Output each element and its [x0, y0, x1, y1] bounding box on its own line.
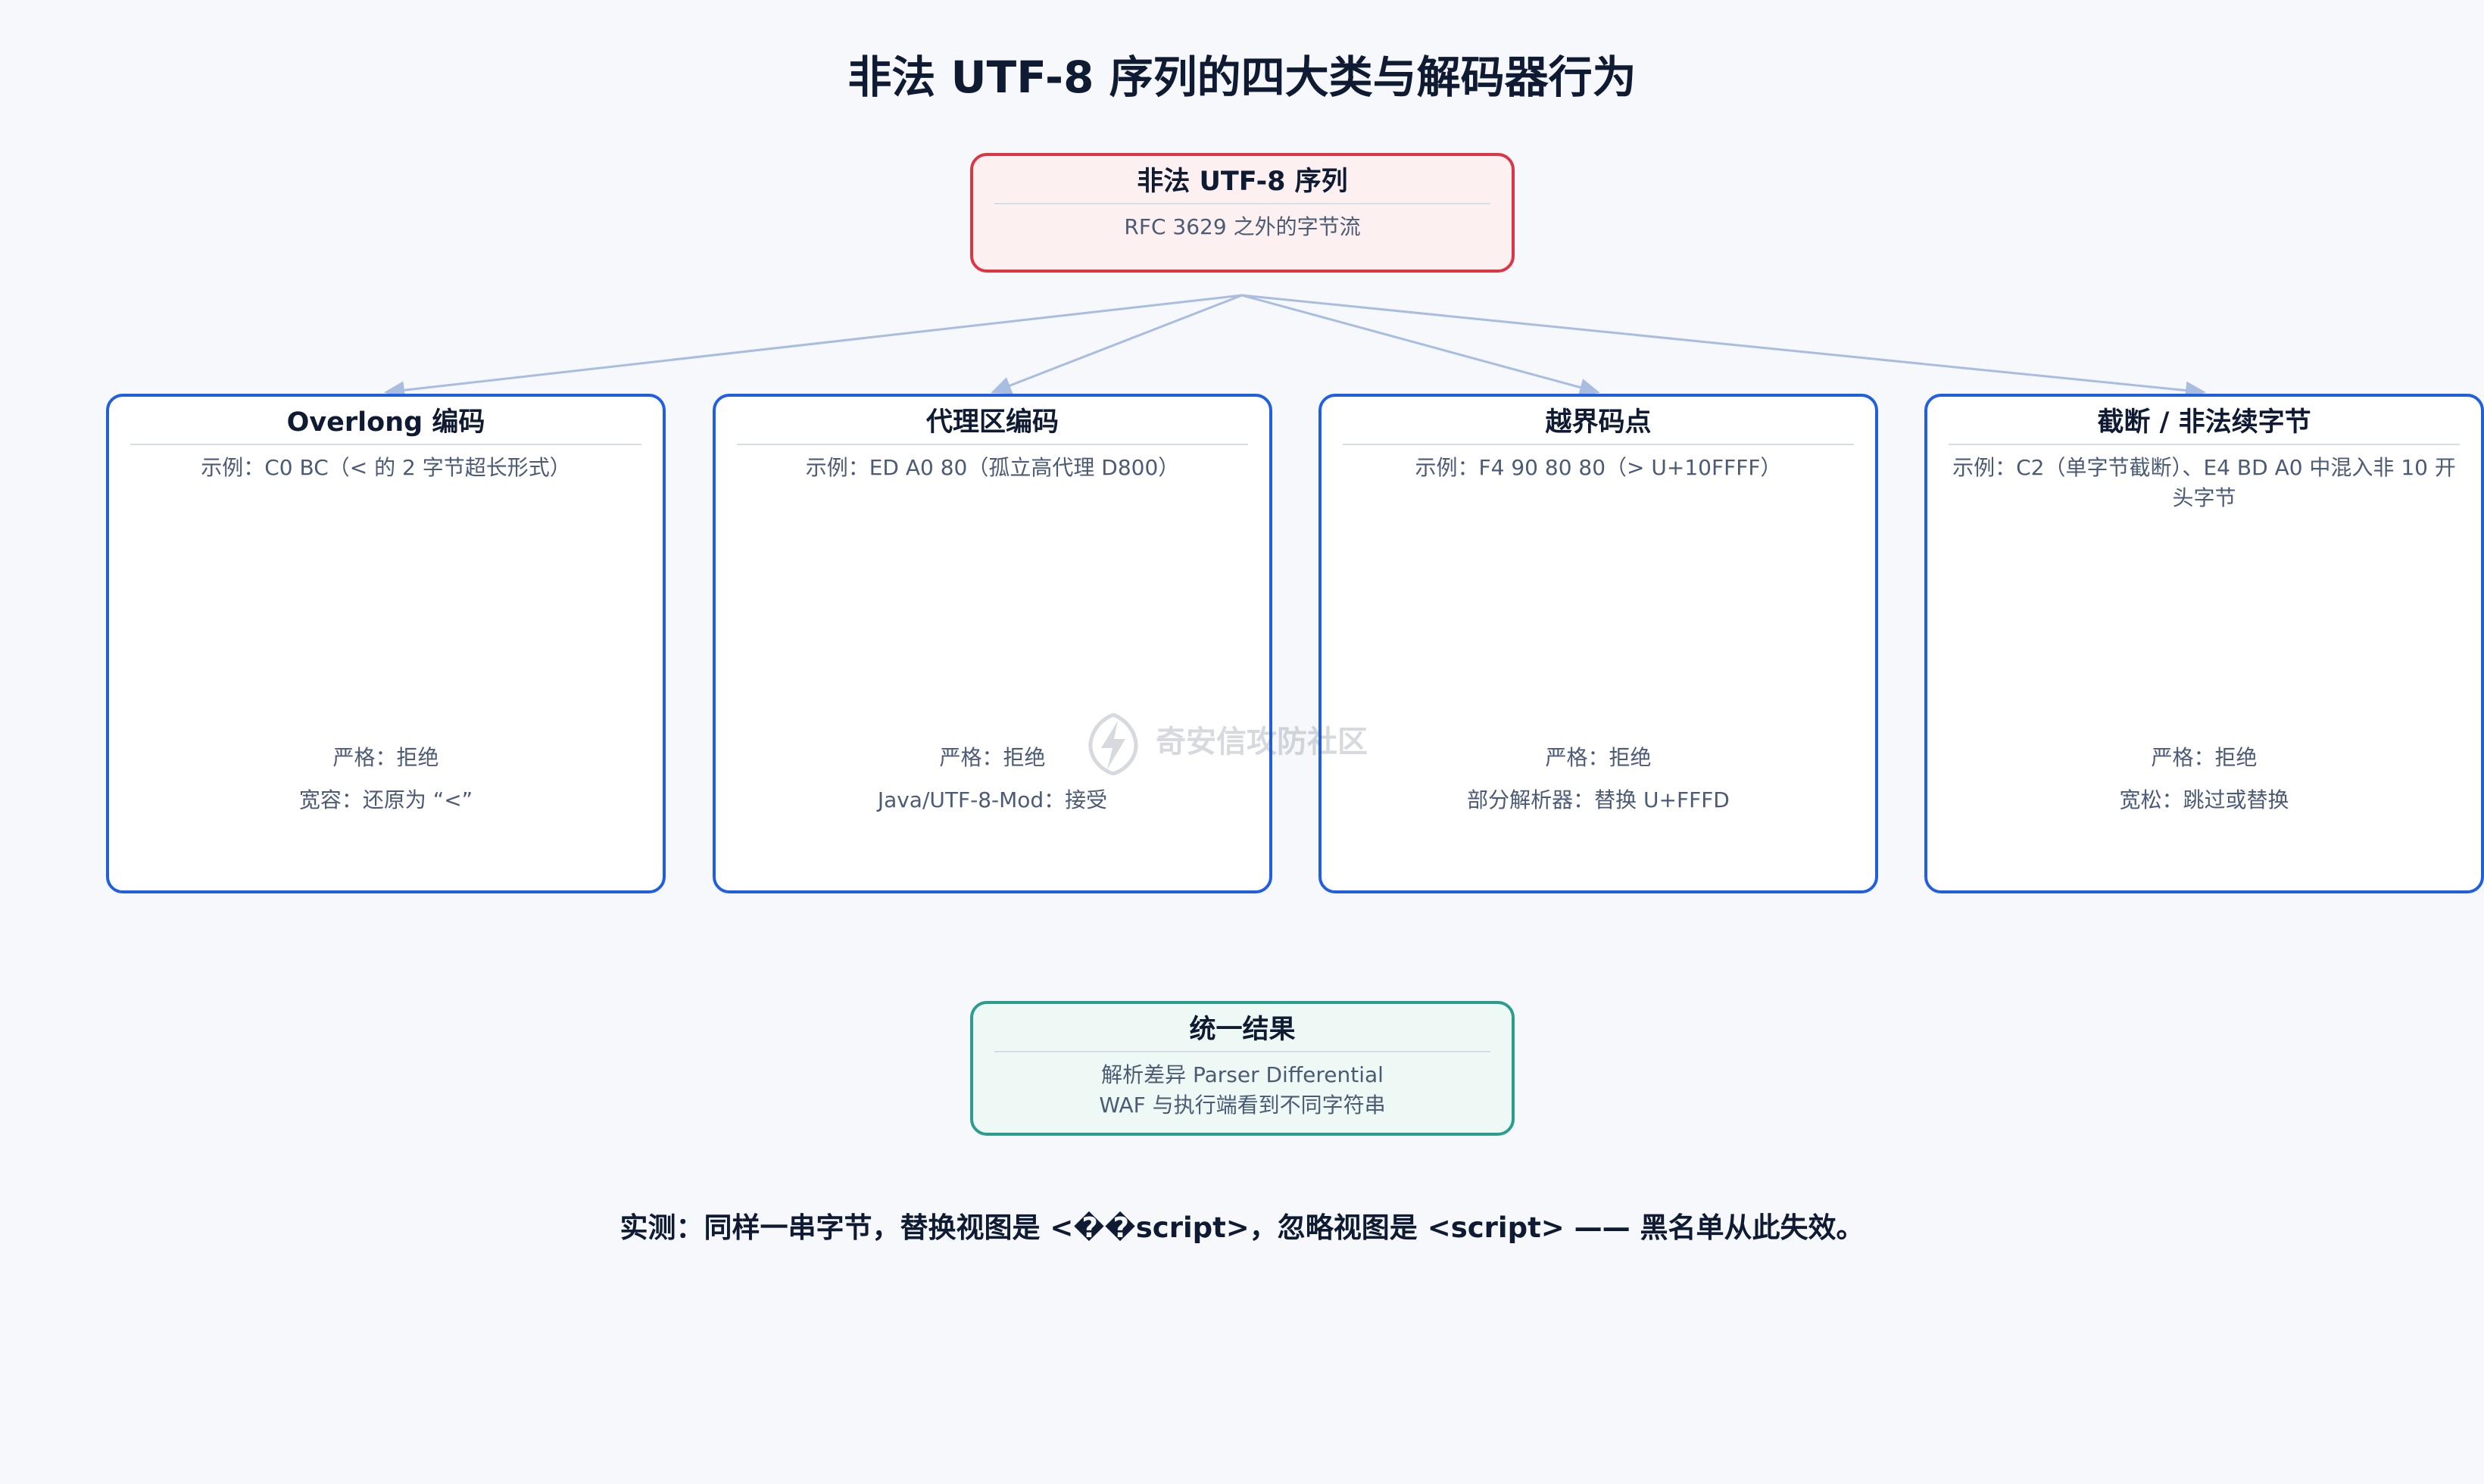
category-example: 示例：C0 BC（< 的 2 字节超长形式） [201, 455, 571, 480]
category-example: 示例：C2（单字节截断）、E4 BD A0 中混入非 10 开头字节 [1952, 455, 2456, 510]
category-behaviors: 严格：拒绝 宽容：还原为 “<” [109, 743, 663, 828]
diagram-title: 非法 UTF-8 序列的四大类与解码器行为 [847, 51, 1637, 103]
category-title: Overlong 编码 [286, 407, 485, 438]
root-node-title: 非法 UTF-8 序列 [1137, 167, 1348, 197]
watermark-text: 奇安信攻防社区 [1156, 725, 1368, 759]
category-example: 示例：ED A0 80（孤立高代理 D800） [805, 455, 1180, 480]
lenient-behavior: 宽松：跳过或替换 [2119, 787, 2289, 812]
category-title: 截断 / 非法续字节 [2097, 407, 2311, 438]
strict-behavior: 严格：拒绝 [332, 745, 439, 770]
strict-behavior: 严格：拒绝 [1545, 745, 1652, 770]
connector-to-overlong [384, 294, 1243, 400]
category-title: 代理区编码 [925, 407, 1059, 438]
category-node-truncated: 截断 / 非法续字节 示例：C2（单字节截断）、E4 BD A0 中混入非 10… [1924, 394, 2484, 893]
category-node-surrogate: 代理区编码 示例：ED A0 80（孤立高代理 D800） 严格：拒绝 Java… [713, 394, 1272, 893]
connector-to-out-of-range [1241, 294, 1600, 397]
lightning-shield-icon [1088, 713, 1138, 775]
category-example: 示例：F4 90 80 80（> U+10FFFF） [1415, 455, 1782, 480]
category-behaviors: 严格：拒绝 Java/UTF-8-Mod：接受 [716, 743, 1269, 828]
category-node-out-of-range: 越界码点 示例：F4 90 80 80（> U+10FFFF） 严格：拒绝 部分… [1318, 394, 1878, 893]
connector-to-surrogate [991, 294, 1243, 394]
category-node-overlong: Overlong 编码 示例：C0 BC（< 的 2 字节超长形式） 严格：拒绝… [106, 394, 666, 893]
root-node-subtitle: RFC 3629 之外的字节流 [1124, 214, 1361, 239]
result-node-line-1: 解析差异 Parser Differential [1101, 1062, 1384, 1087]
footer-note: 实测：同样一串字节，替换视图是 <��script>，忽略视图是 <script… [619, 1211, 1865, 1244]
category-divider [130, 444, 641, 445]
result-node-parser-differential: 统一结果 解析差异 Parser Differential WAF 与执行端看到… [970, 1001, 1515, 1136]
category-divider [737, 444, 1248, 445]
result-node-divider [994, 1051, 1490, 1052]
lenient-behavior: 宽容：还原为 “<” [298, 787, 473, 812]
category-behaviors: 严格：拒绝 宽松：跳过或替换 [1927, 743, 2481, 828]
category-behaviors: 严格：拒绝 部分解析器：替换 U+FFFD [1322, 743, 1875, 828]
lenient-behavior: 部分解析器：替换 U+FFFD [1467, 787, 1730, 812]
category-title: 越界码点 [1545, 407, 1652, 438]
root-node-illegal-utf8: 非法 UTF-8 序列 RFC 3629 之外的字节流 [970, 153, 1515, 273]
connector-to-truncated [1241, 294, 2206, 400]
watermark: 奇安信攻防社区 [1086, 710, 1419, 778]
category-divider [1949, 444, 2460, 445]
strict-behavior: 严格：拒绝 [2151, 745, 2258, 770]
category-divider [1343, 444, 1854, 445]
lenient-behavior: Java/UTF-8-Mod：接受 [877, 787, 1108, 812]
result-node-title: 统一结果 [1189, 1015, 1296, 1045]
root-node-divider [994, 203, 1490, 204]
result-node-line-2: WAF 与执行端看到不同字符串 [1099, 1093, 1386, 1118]
strict-behavior: 严格：拒绝 [939, 745, 1046, 770]
